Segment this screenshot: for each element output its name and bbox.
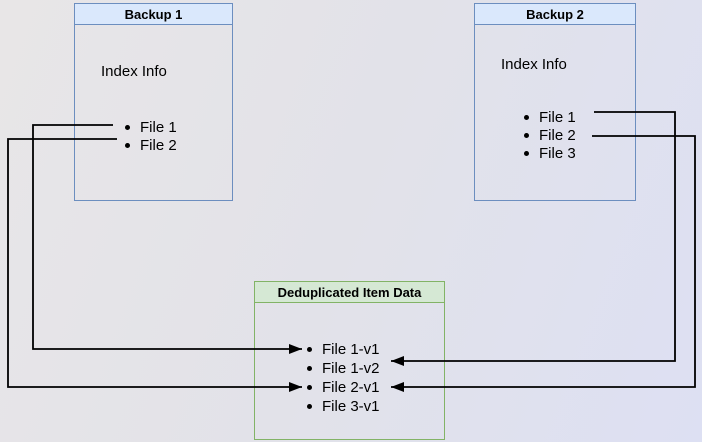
node-dedup-title: Deduplicated Item Data [255, 282, 444, 303]
bullet-icon [524, 114, 529, 120]
bullet-icon [307, 366, 312, 371]
file-label: File 3 [539, 144, 576, 162]
file-label: File 1 [539, 108, 576, 126]
file-list-item: File 3-v1 [307, 397, 380, 416]
node-backup-1-title: Backup 1 [75, 4, 232, 25]
bullet-icon [524, 132, 529, 138]
file-list-item: File 1 [125, 118, 177, 136]
file-label: File 2 [140, 136, 177, 154]
file-list-item: File 2 [125, 136, 177, 154]
file-label: File 2-v1 [322, 379, 380, 396]
file-list-item: File 2 [524, 126, 576, 144]
bullet-icon [307, 404, 312, 409]
file-label: File 2 [539, 126, 576, 144]
node-backup-2-title: Backup 2 [475, 4, 635, 25]
file-list-item: File 1-v2 [307, 359, 380, 378]
bullet-icon [307, 385, 312, 390]
file-list-item: File 1-v1 [307, 340, 380, 359]
file-label: File 1-v1 [322, 341, 380, 358]
file-list-item: File 1 [524, 108, 576, 126]
bullet-icon [125, 124, 130, 130]
bullet-icon [125, 142, 130, 148]
node-backup-1-index-info-label: Index Info [101, 63, 167, 80]
node-backup-2-index-info-label: Index Info [501, 56, 567, 73]
file-label: File 1 [140, 118, 177, 136]
file-list-item: File 2-v1 [307, 378, 380, 397]
bullet-icon [524, 150, 529, 156]
file-label: File 3-v1 [322, 398, 380, 415]
bullet-icon [307, 347, 312, 352]
file-label: File 1-v2 [322, 360, 380, 377]
file-list-item: File 3 [524, 144, 576, 162]
